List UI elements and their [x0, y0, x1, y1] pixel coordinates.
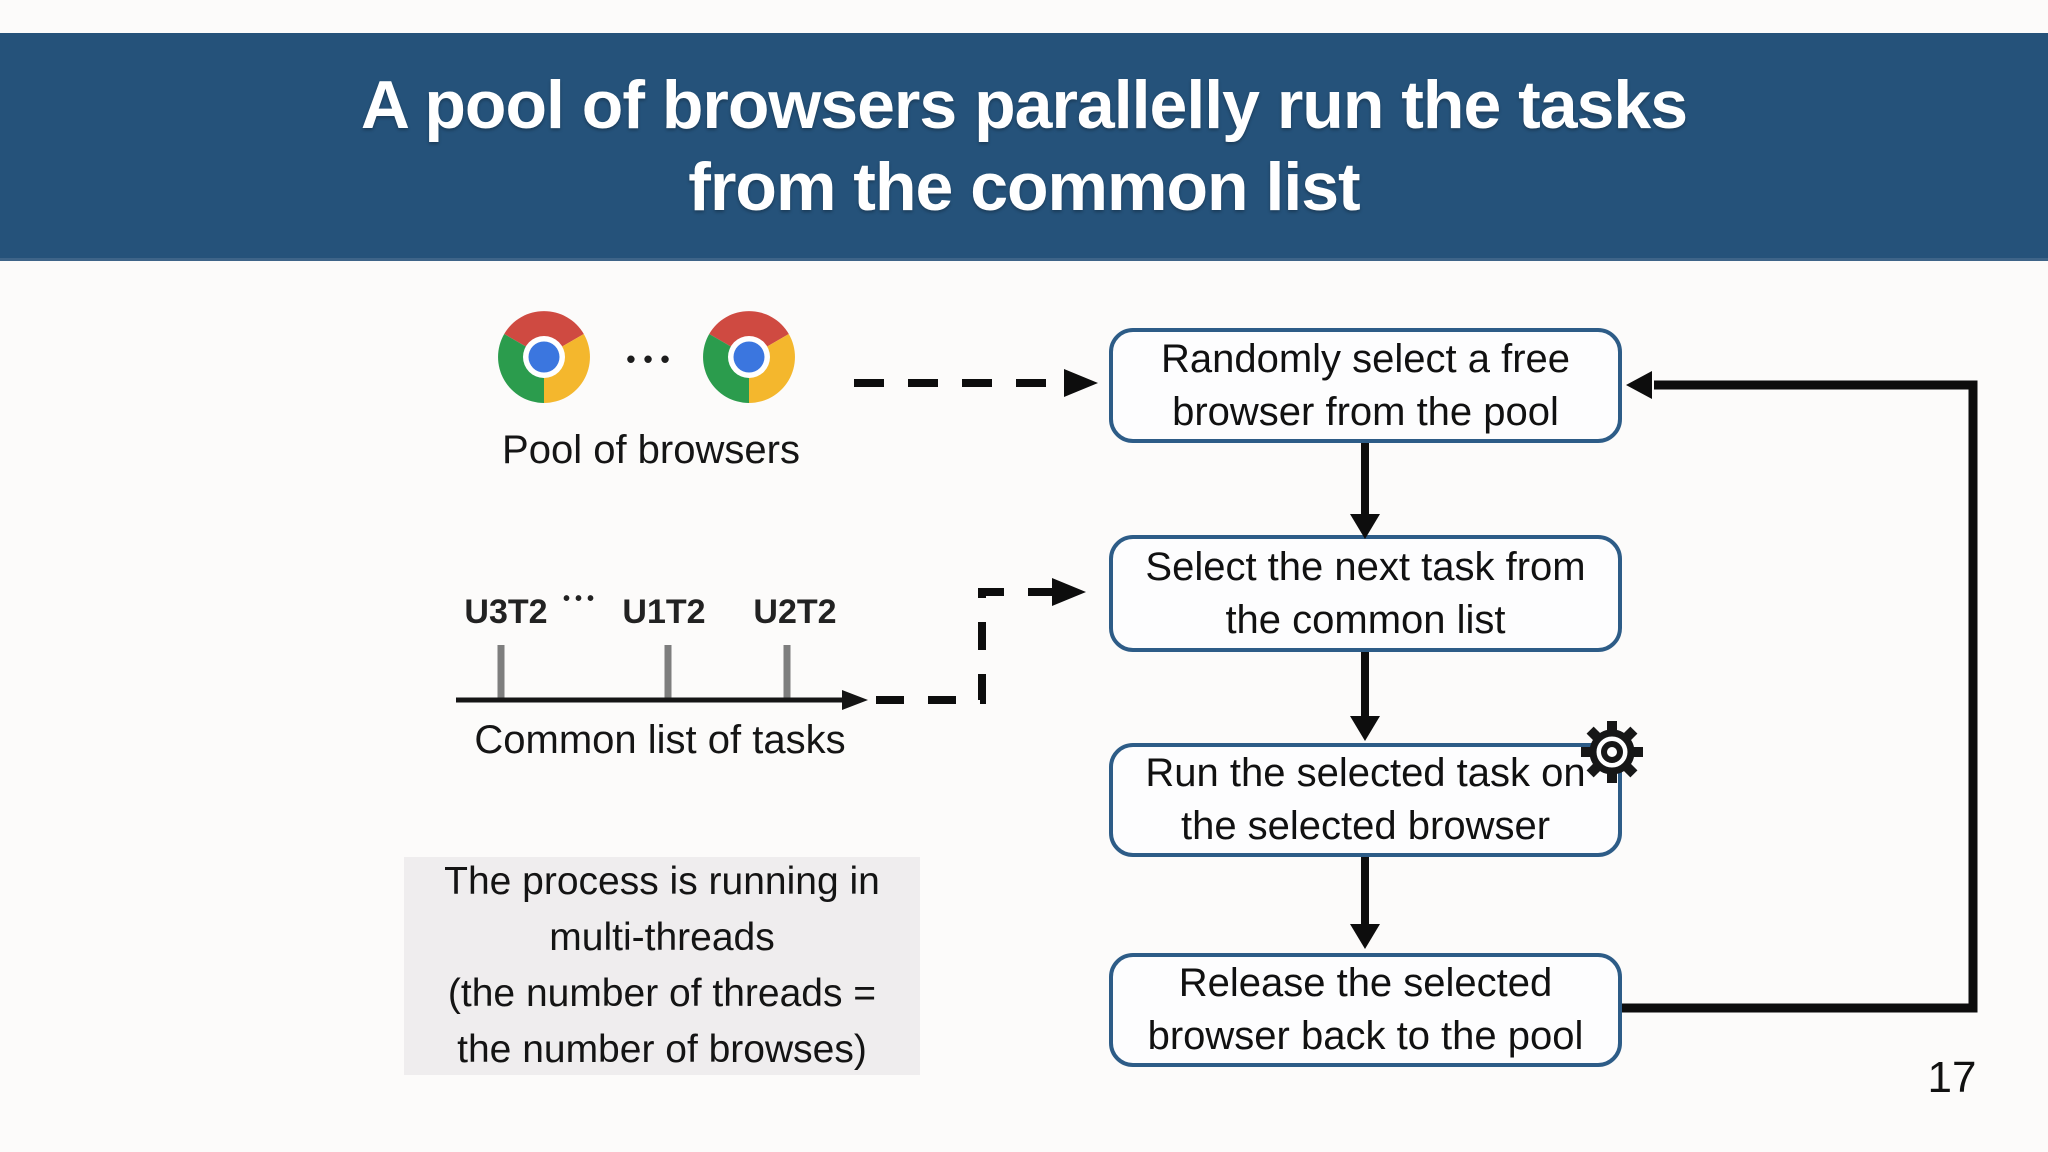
- task-label-u3t2: U3T2: [464, 593, 548, 631]
- page-number: 17: [1927, 1053, 1977, 1102]
- arrow-pool-to-step1: [854, 369, 1098, 397]
- pool-of-browsers-label: Pool of browsers: [502, 428, 800, 472]
- arrow-step2-to-step3: [1350, 652, 1380, 741]
- step-text: the common list: [1225, 597, 1506, 642]
- step-text: the selected browser: [1180, 804, 1551, 848]
- title-line-1: A pool of browsers parallelly run the ta…: [360, 66, 1688, 143]
- task-label-u1t2: U1T2: [622, 593, 706, 631]
- pool-ellipsis: •••: [626, 344, 678, 374]
- step-select-next-task: Select the next task from the common lis…: [1109, 535, 1622, 652]
- step-text: Run the selected task on: [1145, 751, 1586, 795]
- note-line: the number of browses): [457, 1028, 867, 1071]
- task-label-u2t2: U2T2: [753, 593, 837, 631]
- arrow-step3-to-step4: [1350, 857, 1380, 949]
- slide-title-banner: A pool of browsers parallelly run the ta…: [0, 33, 2048, 261]
- arrow-tasklist-to-step2: [876, 578, 1086, 704]
- step-text: browser from the pool: [1172, 389, 1559, 434]
- arrow-loop-step4-to-step1: [1622, 371, 1978, 1013]
- chrome-icon: [703, 311, 795, 403]
- multithread-note: The process is running in multi-threads …: [404, 857, 920, 1075]
- step-text: Randomly select a free: [1160, 336, 1571, 381]
- task-ellipsis: •••: [562, 588, 600, 610]
- step-run-task: Run the selected task on the selected br…: [1109, 743, 1622, 857]
- task-timeline: [456, 645, 868, 710]
- common-list-of-tasks-label: Common list of tasks: [474, 718, 846, 762]
- arrow-step1-to-step2: [1350, 443, 1380, 539]
- step-text: Release the selected: [1178, 961, 1553, 1005]
- note-line: (the number of threads =: [447, 972, 877, 1015]
- note-line: multi-threads: [549, 916, 775, 959]
- step-select-free-browser: Randomly select a free browser from the …: [1109, 328, 1622, 443]
- title-line-2: from the common list: [688, 148, 1360, 225]
- step-release-browser: Release the selected browser back to the…: [1109, 953, 1622, 1067]
- step-text: browser back to the pool: [1147, 1014, 1584, 1058]
- note-line: The process is running in: [444, 860, 880, 903]
- chrome-icon: [498, 311, 590, 403]
- step-text: Select the next task from: [1145, 544, 1586, 589]
